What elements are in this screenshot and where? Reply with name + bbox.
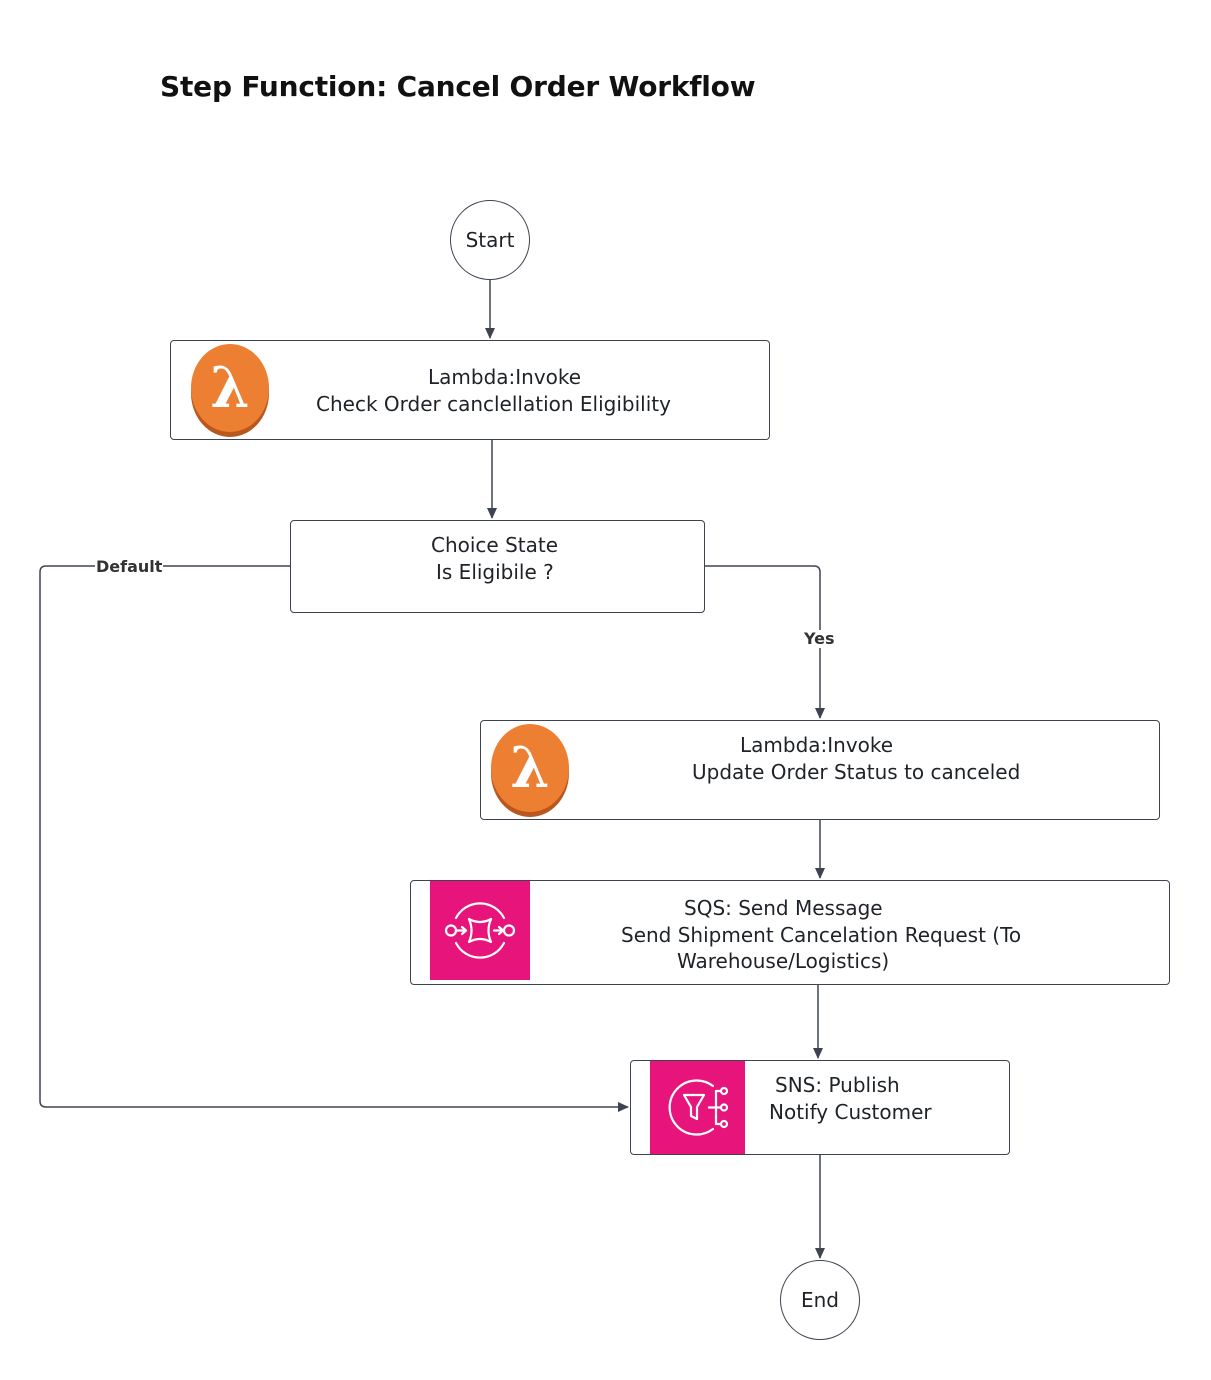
update-status-line1: Lambda:Invoke <box>740 733 894 757</box>
update-status-node[interactable] <box>480 720 1160 820</box>
sqs-line2: Send Shipment Cancelation Request (To <box>621 923 1022 947</box>
edge-choice-to-update-yes <box>705 565 825 719</box>
diagram-title: Step Function: Cancel Order Workflow <box>160 70 756 103</box>
sqs-send-message-node[interactable] <box>410 880 1170 985</box>
check-eligibility-node[interactable] <box>170 340 770 440</box>
lambda-icon: λ <box>191 344 269 437</box>
sqs-line3: Warehouse/Logistics) <box>677 949 890 973</box>
check-eligibility-line2: Check Order canclellation Eligibility <box>316 392 671 416</box>
svg-text:λ: λ <box>510 735 549 801</box>
edge-label-yes: Yes <box>803 629 836 648</box>
sns-line2: Notify Customer <box>769 1100 932 1124</box>
start-label: Start <box>465 228 515 252</box>
end-label: End <box>800 1288 839 1312</box>
start-node[interactable]: Start <box>450 200 530 280</box>
choice-state-line1: Choice State <box>431 533 559 557</box>
edge-choice-to-sns-default <box>39 565 629 1112</box>
sqs-line1: SQS: Send Message <box>684 896 883 920</box>
edge-label-default: Default <box>95 557 164 576</box>
sns-topic-icon <box>668 1079 729 1136</box>
svg-text:λ: λ <box>210 355 249 421</box>
lambda-icon: λ <box>491 724 569 817</box>
sqs-queue-icon <box>444 902 516 959</box>
update-status-line2: Update Order Status to canceled <box>692 760 1021 784</box>
check-eligibility-line1: Lambda:Invoke <box>428 365 582 389</box>
choice-state-line2: Is Eligibile ? <box>436 560 554 584</box>
choice-state-node[interactable] <box>290 520 705 613</box>
end-node[interactable]: End <box>780 1260 860 1340</box>
sns-line1: SNS: Publish <box>775 1073 900 1097</box>
